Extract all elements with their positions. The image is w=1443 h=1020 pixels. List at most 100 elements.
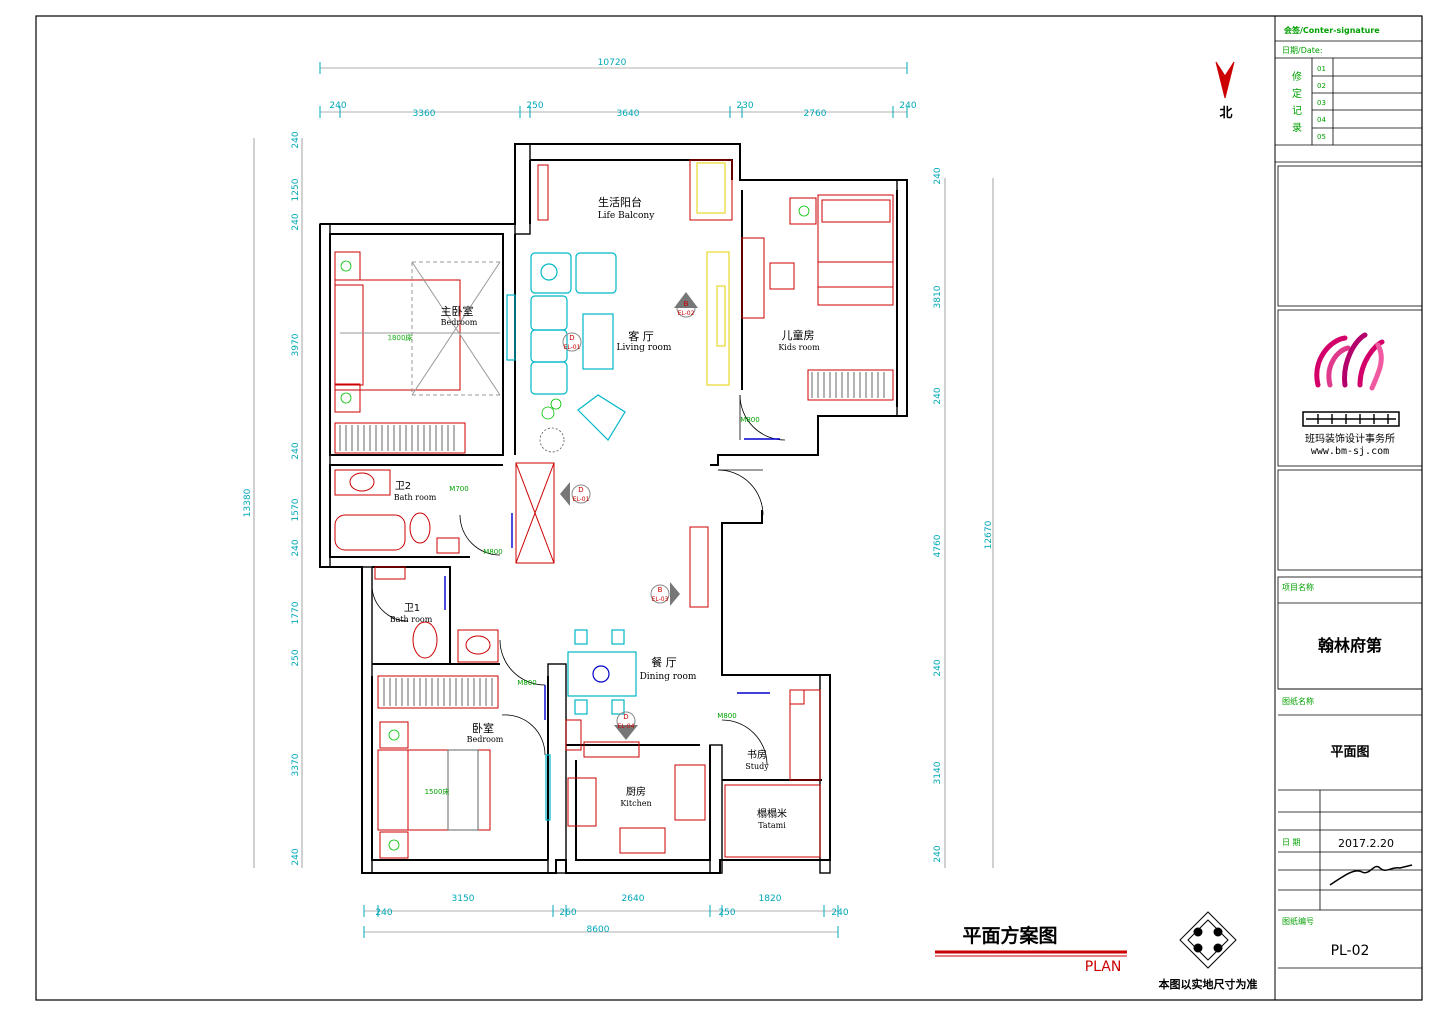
- furniture: [334, 159, 894, 859]
- dimension-labels-top: 10720 240 3360 250 3640 230 2760 240: [329, 58, 916, 119]
- dim-left-8: 1770: [291, 601, 301, 624]
- dim-bottom-total: 8600: [587, 925, 610, 935]
- dim-left-9: 250: [291, 649, 301, 666]
- dim-bottom-7: 240: [831, 908, 848, 918]
- room-study-cn: 书房: [747, 748, 767, 761]
- drawing-caption: 平面方案图 PLAN 本图以实地尺寸为准: [935, 911, 1258, 991]
- tb-date-label2: 日 期: [1282, 838, 1301, 847]
- firm-logo-icon: [1314, 332, 1385, 391]
- marker-code: EL-02: [678, 310, 695, 317]
- dimension-lines: [253, 67, 994, 933]
- door-size-corridor: M800: [483, 548, 502, 556]
- tb-row-5: 05: [1317, 133, 1326, 141]
- signature-scribble: [1329, 864, 1413, 886]
- tb-sheet-label: 图纸编号: [1282, 916, 1314, 926]
- caption-subtitle: PLAN: [1085, 959, 1122, 975]
- tb-rev-2: 定: [1292, 87, 1302, 100]
- title-block-text: 会签/Conter-signature 日期/Date: 修 定 记 录 01 …: [1282, 25, 1380, 926]
- room-study-en: Study: [745, 762, 769, 771]
- dim-top-5: 230: [736, 101, 753, 111]
- room-living-en: Living room: [617, 343, 672, 353]
- dim-top-3: 250: [526, 101, 543, 111]
- room-kitchen-cn: 厨房: [626, 785, 646, 798]
- tb-row-1: 01: [1317, 65, 1326, 73]
- dim-left-3: 240: [291, 213, 301, 230]
- dim-right-total: 12670: [984, 520, 994, 549]
- north-label: 北: [1219, 106, 1232, 121]
- room-kids-cn: 儿童房: [782, 328, 815, 342]
- tb-date-value: 2017.2.20: [1338, 837, 1394, 850]
- tb-project-name: 翰林府第: [1318, 636, 1382, 655]
- dim-top-total: 10720: [598, 58, 627, 68]
- compass-rose: [1179, 911, 1237, 969]
- north-arrow-icon: [1215, 61, 1235, 99]
- tb-date-label: 日期/Date:: [1282, 46, 1323, 55]
- tb-row-3: 03: [1317, 99, 1326, 107]
- tb-project-label: 项目名称: [1282, 582, 1314, 592]
- dim-bottom-5: 250: [718, 908, 735, 918]
- tb-rev-1: 修: [1292, 70, 1302, 83]
- tb-row-2: 02: [1317, 82, 1326, 90]
- dim-left-total: 13380: [243, 488, 253, 517]
- marker-code: EL-04: [618, 723, 635, 730]
- living-furniture: [506, 252, 637, 821]
- door-size-study: M800: [717, 712, 736, 720]
- room-balcony-en: Life Balcony: [598, 211, 655, 221]
- room-living-cn: 客 厅: [628, 329, 654, 343]
- dim-bottom-1: 240: [375, 908, 392, 918]
- marker-letter: D: [623, 713, 628, 721]
- room-kitchen-en: Kitchen: [620, 799, 651, 808]
- room-master-cn: 主卧室: [441, 304, 474, 318]
- marker-dining-d: D EL-04: [614, 711, 638, 740]
- elevation-markers: B EL-02 D EL-01 D EL-01 B EL-03 D EL-04: [560, 292, 698, 740]
- dim-left-1: 240: [291, 131, 301, 148]
- dim-bottom-6: 1820: [759, 894, 782, 904]
- dim-right-2: 3810: [933, 285, 943, 308]
- marker-living-b: B EL-02: [674, 292, 698, 318]
- tb-drawing-label: 图纸名称: [1282, 696, 1314, 706]
- title-block: [1275, 40, 1423, 969]
- caption-note: 本图以实地尺寸为准: [1159, 977, 1258, 991]
- room-tatami-cn: 榻榻米: [757, 807, 787, 820]
- room-kids-en: Kids room: [778, 343, 820, 352]
- dim-top-1: 240: [329, 101, 346, 111]
- dim-right-4: 4760: [933, 534, 943, 557]
- dim-left-2: 1250: [291, 178, 301, 201]
- dim-left-6: 1570: [291, 498, 301, 521]
- dim-top-2: 3360: [413, 109, 436, 119]
- tb-countersign: 会签/Conter-signature: [1284, 25, 1380, 35]
- dim-bottom-4: 2640: [622, 894, 645, 904]
- room-master-en: Bedroom: [441, 318, 478, 327]
- room-tatami-en: Tatami: [758, 821, 786, 830]
- dimension-labels-right: 12670 240 3810 240 4760 240 3140 240: [933, 167, 994, 862]
- title-block-values: 翰林府第 平面图 2017.2.20 PL-02: [1318, 636, 1394, 959]
- door-size-bedroom: M800: [517, 679, 536, 687]
- marker-letter: B: [658, 586, 663, 594]
- dim-right-6: 3140: [933, 761, 943, 784]
- tb-drawing-title: 平面图: [1330, 745, 1369, 760]
- dim-top-4: 3640: [617, 109, 640, 119]
- room-bath2-cn: 卫2: [395, 481, 411, 492]
- room-dining-cn: 餐 厅: [651, 655, 677, 669]
- marker-code: EL-01: [573, 496, 590, 503]
- plants: [340, 205, 810, 851]
- tb-firm-url: www.bm-sj.com: [1311, 446, 1389, 457]
- room-bath2-en: Bath room: [394, 493, 437, 502]
- marker-code: EL-03: [652, 596, 669, 603]
- room-bath1-cn: 卫1: [404, 603, 420, 614]
- dim-right-3: 240: [933, 387, 943, 404]
- firm-logo: 班玛装饰设计事务所 www.bm-sj.com: [1302, 332, 1400, 457]
- dim-right-1: 240: [933, 167, 943, 184]
- dim-left-11: 240: [291, 848, 301, 865]
- room-bedroom-cn: 卧室: [472, 721, 494, 735]
- dim-bottom-2: 3150: [452, 894, 475, 904]
- room-bath1-en: Bath room: [390, 615, 433, 624]
- dim-right-7: 240: [933, 845, 943, 862]
- tb-rev-4: 录: [1292, 122, 1302, 134]
- marker-dining-b: B EL-03: [650, 582, 680, 606]
- dim-left-10: 3370: [291, 753, 301, 776]
- room-balcony-cn: 生活阳台: [598, 195, 642, 209]
- dimension-ticks: [319, 62, 908, 938]
- marker-letter: D: [569, 334, 574, 342]
